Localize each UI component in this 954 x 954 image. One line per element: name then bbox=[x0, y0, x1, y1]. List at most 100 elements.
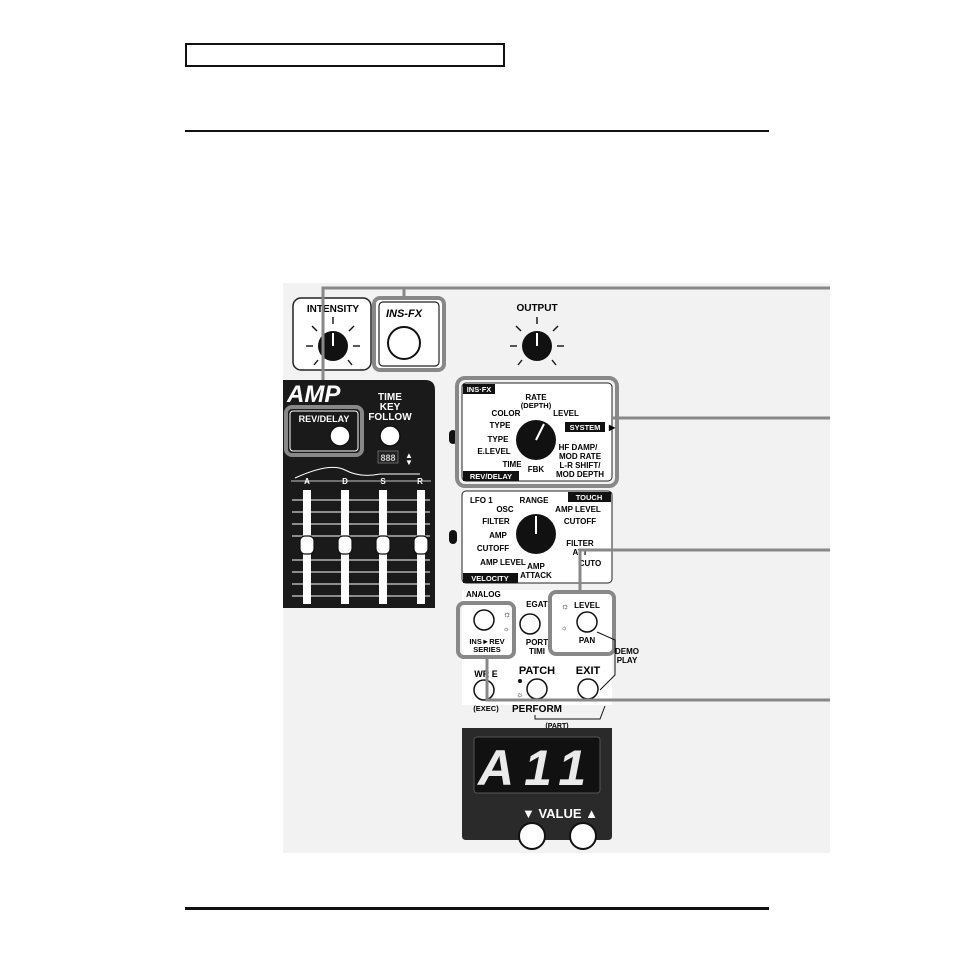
amp-level-label: AMP LEVEL bbox=[555, 505, 601, 514]
insfx-revdelay-knob[interactable] bbox=[516, 420, 556, 460]
light-icon: ☼ bbox=[503, 609, 511, 619]
value-label: ▼ VALUE ▲ bbox=[522, 806, 598, 821]
part-label: (PART) bbox=[545, 723, 568, 730]
cutoff-label: CUTOFF bbox=[564, 517, 596, 526]
depth-label: (DEPTH) bbox=[521, 401, 552, 410]
led-display bbox=[473, 736, 601, 794]
rate-label: RATE bbox=[525, 393, 547, 402]
insrev-series-button[interactable] bbox=[473, 609, 495, 631]
level-label: LEVEL bbox=[553, 409, 579, 418]
value-down-button[interactable] bbox=[518, 822, 546, 850]
exit-label: EXIT bbox=[576, 665, 601, 677]
hfdamp-label: HF DAMP/ bbox=[559, 443, 598, 452]
filter-label: FILTER bbox=[482, 517, 510, 526]
system-tag: SYSTEM bbox=[570, 423, 601, 432]
time-small-label: TIME bbox=[502, 460, 522, 469]
cutoff-right-label: CUTO bbox=[579, 559, 602, 568]
value-up-button[interactable] bbox=[569, 822, 597, 850]
system-tag-bg bbox=[565, 422, 605, 432]
insfx-tag-bg bbox=[463, 384, 495, 394]
pan-label: PAN bbox=[579, 636, 596, 645]
slider-ticks bbox=[292, 499, 430, 597]
slider-decay[interactable] bbox=[337, 490, 353, 604]
slider-release[interactable] bbox=[413, 490, 429, 604]
env-label-d: D bbox=[342, 477, 348, 486]
demo-bracket bbox=[596, 631, 616, 691]
amp-attack-label: ATTACK bbox=[520, 571, 552, 580]
intensity-label: INTENSITY bbox=[307, 304, 360, 315]
perform-bracket bbox=[534, 705, 606, 720]
time-keyfollow-button[interactable] bbox=[379, 425, 401, 447]
amp-title: AMP bbox=[286, 381, 341, 408]
insrev-label: INS►REV bbox=[469, 637, 504, 646]
patch-light-icon: ☼ bbox=[516, 690, 523, 699]
touch-tag-bg bbox=[568, 492, 611, 502]
env-label-s: S bbox=[380, 477, 386, 486]
type-top-label: TYPE bbox=[490, 421, 512, 430]
bottom-rule bbox=[185, 907, 769, 910]
key-label: KEY bbox=[380, 402, 401, 413]
patch-label: PATCH bbox=[519, 665, 555, 677]
touch-tag: TOUCH bbox=[576, 493, 603, 502]
pan-light-icon: ☼ bbox=[561, 625, 567, 632]
type-label: TYPE bbox=[488, 435, 510, 444]
envelope-curve bbox=[294, 466, 420, 479]
patch-button[interactable] bbox=[526, 678, 548, 700]
revdelay-label: REV/DELAY bbox=[299, 414, 350, 424]
porta-label: PORT bbox=[526, 638, 548, 647]
velocity-tag: VELOCITY bbox=[471, 574, 509, 583]
light-dim-icon: ☼ bbox=[503, 626, 509, 633]
mini-display bbox=[377, 450, 399, 464]
modrate-label: MOD RATE bbox=[559, 452, 602, 461]
patch-led-icon bbox=[518, 679, 522, 683]
analog-label: ANALOG bbox=[466, 590, 501, 599]
down-arrow-icon[interactable]: ▼ bbox=[405, 458, 413, 467]
intensity-knob[interactable] bbox=[306, 317, 360, 366]
env-label-r: R bbox=[417, 477, 423, 486]
callout-line-3 bbox=[578, 548, 830, 600]
insfx-knob-highlight bbox=[455, 376, 619, 488]
output-label: OUTPUT bbox=[516, 303, 557, 314]
revdelay-tag-bg bbox=[463, 471, 519, 481]
fbk-label: FBK bbox=[528, 465, 545, 474]
up-down-arrow-icon[interactable]: ▲ bbox=[405, 451, 413, 460]
insfx-button[interactable] bbox=[387, 326, 421, 360]
range-label: RANGE bbox=[520, 496, 550, 505]
output-knob[interactable] bbox=[510, 317, 564, 366]
play-label: PLAY bbox=[617, 656, 638, 665]
lfo-velocity-knob[interactable] bbox=[516, 514, 556, 554]
callout-line-1 bbox=[321, 286, 830, 418]
lrshift-label: L-R SHIFT/ bbox=[560, 461, 602, 470]
insfx-button-label: INS-FX bbox=[386, 308, 423, 320]
legato-button[interactable] bbox=[519, 613, 541, 635]
revdelay-highlight bbox=[284, 405, 364, 457]
slider-sustain[interactable] bbox=[375, 490, 391, 604]
system-arrow-icon: ▶ bbox=[608, 423, 616, 432]
write-button[interactable] bbox=[473, 679, 495, 701]
callout-line-4 bbox=[485, 657, 830, 702]
exec-label: (EXEC) bbox=[473, 704, 499, 713]
revdelay-tag: REV/DELAY bbox=[470, 472, 512, 481]
top-rule bbox=[185, 130, 769, 132]
slider-attack[interactable] bbox=[299, 490, 315, 604]
header-box bbox=[185, 43, 505, 67]
level-light-icon: ☼ bbox=[561, 601, 569, 611]
revdelay-button[interactable] bbox=[329, 425, 351, 447]
legato-label: EGAT bbox=[526, 600, 548, 609]
level-pan-button[interactable] bbox=[576, 611, 598, 633]
follow-label: FOLLOW bbox=[368, 412, 412, 423]
time-small2-label: TIMI bbox=[529, 647, 545, 656]
velocity-tag-bg bbox=[463, 573, 518, 583]
osc-label: OSC bbox=[496, 505, 514, 514]
cutoff-left-label: CUTOFF bbox=[477, 544, 509, 553]
exit-button[interactable] bbox=[577, 678, 599, 700]
tab-mark-2 bbox=[449, 530, 457, 544]
series-label: SERIES bbox=[473, 645, 501, 654]
color-label: COLOR bbox=[492, 409, 521, 418]
lfo1-label: LFO 1 bbox=[470, 496, 493, 505]
insfx-tag: INS·FX bbox=[467, 385, 492, 394]
filter-att-label: FILTER bbox=[566, 539, 594, 548]
amp-level-left-label: AMP LEVEL bbox=[480, 558, 526, 567]
time-label: TIME bbox=[378, 392, 402, 403]
mini-display-value: 888 bbox=[380, 453, 395, 463]
